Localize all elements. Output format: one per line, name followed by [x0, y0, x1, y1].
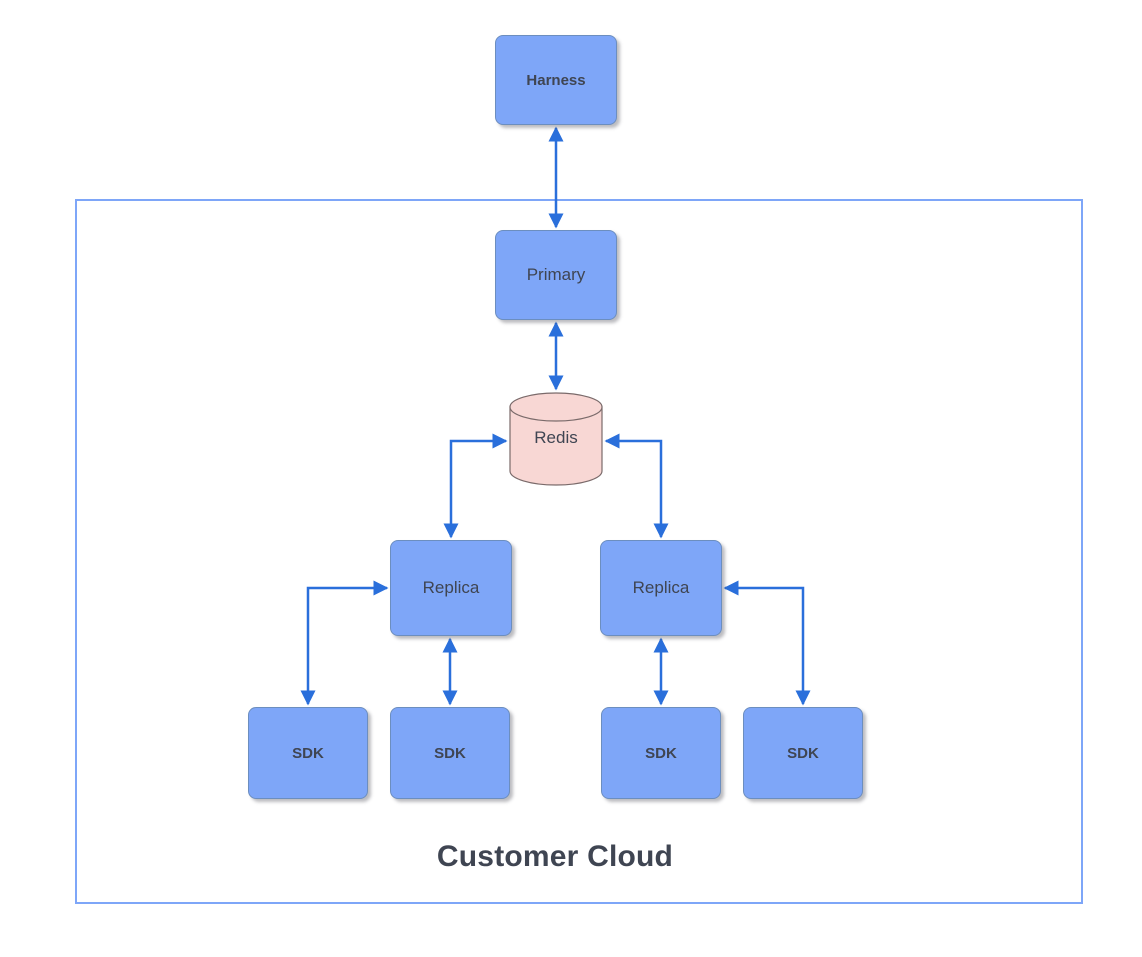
customer-cloud-boundary [75, 199, 1083, 904]
node-sdk-4-label: SDK [787, 744, 819, 762]
node-sdk-4[interactable]: SDK [743, 707, 863, 799]
node-replica-right[interactable]: Replica [600, 540, 722, 636]
node-primary-label: Primary [526, 265, 586, 284]
node-redis-datastore[interactable]: Redis [509, 392, 603, 486]
node-harness[interactable]: Harness [495, 35, 617, 125]
node-replica-left-label: Replica [422, 578, 480, 597]
node-primary[interactable]: Primary [495, 230, 617, 320]
node-replica-left[interactable]: Replica [390, 540, 512, 636]
node-sdk-3-label: SDK [645, 744, 677, 762]
customer-cloud-label: Customer Cloud [436, 840, 674, 873]
node-sdk-3[interactable]: SDK [601, 707, 721, 799]
node-sdk-1[interactable]: SDK [248, 707, 368, 799]
node-sdk-1-label: SDK [292, 744, 324, 762]
cylinder-shape [509, 392, 603, 486]
node-sdk-2[interactable]: SDK [390, 707, 510, 799]
node-sdk-2-label: SDK [434, 744, 466, 762]
node-replica-right-label: Replica [632, 578, 690, 597]
node-harness-label: Harness [526, 71, 586, 89]
